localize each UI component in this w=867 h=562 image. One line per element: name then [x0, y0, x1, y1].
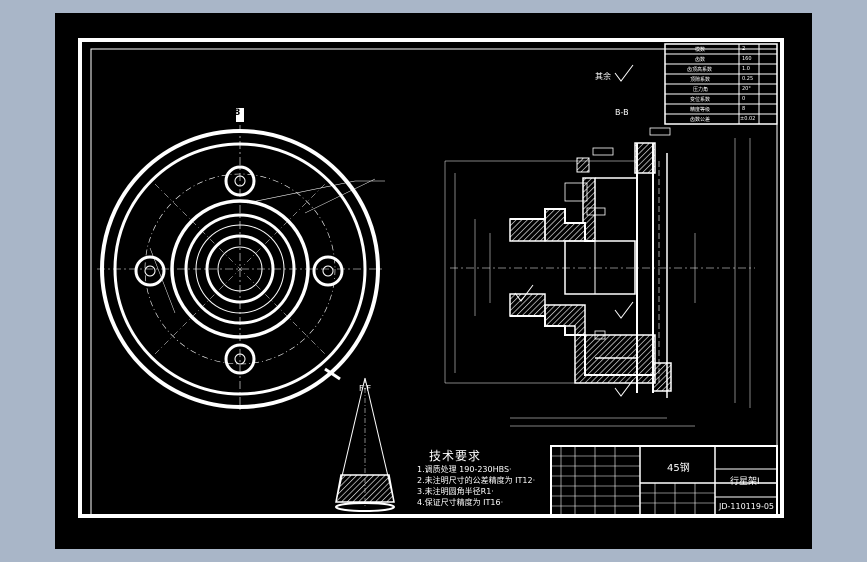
- surface-note: 其余: [595, 72, 611, 81]
- table-row: 压力角 20°: [665, 84, 777, 94]
- title-block-part-name: 行星架I: [730, 477, 760, 487]
- cone-hatched-base: [335, 474, 395, 503]
- section-label-left: 8: [234, 108, 241, 118]
- parameter-table: 模数 2 齿数 160 齿顶高系数 1.0 顶隙系数 0.25 压力角 20° …: [665, 44, 777, 124]
- table-cell-value: 0.25: [742, 76, 754, 82]
- section-arrow-ff: [324, 367, 341, 381]
- table-cell-label: 模数: [695, 47, 706, 53]
- hatch-upper-web: [544, 177, 596, 242]
- section-label-bb: B-B: [615, 108, 629, 117]
- surface-symbol-1: [614, 64, 634, 82]
- tolerance-box-2: [586, 207, 606, 216]
- tolerance-box-3: [649, 127, 671, 136]
- title-block-drawing-number: JD-110119-05: [719, 502, 775, 511]
- hub-bore: [564, 240, 636, 295]
- hatch-gear-rim-top: [634, 142, 656, 174]
- table-row: 齿数 160: [665, 54, 777, 64]
- centerline-diagonal-2: [154, 183, 326, 355]
- table-row: 精度等级 8: [665, 104, 777, 114]
- table-cell-label: 压力角: [693, 87, 709, 93]
- table-cell-value: 20°: [742, 86, 751, 92]
- table-row: 模数 2: [665, 44, 777, 54]
- leader-line-1: [246, 180, 356, 204]
- section-label-ff: F-F: [359, 384, 372, 393]
- table-cell-value: 0: [742, 96, 746, 102]
- tech-requirement-line: 2.未注明尺寸的公差精度为 IT12·: [417, 476, 536, 485]
- title-block-lines: [550, 445, 778, 517]
- tech-requirements-title: 技术要求: [429, 449, 482, 463]
- tech-requirements: 技术要求 1.调质处理 190-230HBS· 2.未注明尺寸的公差精度为 IT…: [417, 447, 535, 508]
- section-view: [444, 64, 755, 427]
- table-cell-value: ±0.02: [740, 116, 756, 122]
- tolerance-box-1: [592, 147, 614, 156]
- table-row: 齿顶高系数 1.0: [665, 64, 777, 74]
- inner-frame: [90, 48, 778, 517]
- title-block-material: 45钢: [667, 463, 690, 474]
- hatch-hub-bottom: [509, 293, 546, 317]
- cone-detail: [335, 377, 395, 512]
- cad-drawing: [78, 38, 784, 518]
- tech-requirement-line: 4.保证尺寸精度为 IT16·: [417, 498, 504, 507]
- hatch-gear-rim-bottom: [652, 362, 672, 392]
- tech-requirement-line: 3.未注明圆角半径R1·: [417, 487, 494, 496]
- table-cell-label: 顶隙系数: [690, 77, 711, 83]
- cone-base-ellipse: [335, 502, 395, 512]
- tolerance-box-4: [594, 330, 606, 340]
- table-cell-label: 齿数: [695, 57, 706, 63]
- table-cell-label: 精度等级: [690, 107, 711, 113]
- bolt-hole-right: [312, 255, 344, 287]
- table-row: 顶隙系数 0.25: [665, 74, 777, 84]
- table-cell-value: 1.0: [742, 66, 750, 72]
- table-cell-label: 齿顶高系数: [687, 67, 713, 73]
- leader-line-3: [304, 178, 376, 214]
- section-mark-top: [236, 108, 244, 122]
- bolt-hole-top: [224, 165, 256, 197]
- circular-view: [97, 108, 385, 413]
- hatch-lower-web: [544, 304, 656, 384]
- cad-viewport: 8 B-B F-F 其余 技术要求 1.调质处理 190-230HBS· 2.未…: [55, 13, 812, 549]
- leader-line-4: [149, 247, 176, 314]
- table-cell-label: 变位系数: [690, 97, 711, 103]
- bolt-hole-bottom: [224, 343, 256, 375]
- surface-symbol-4: [614, 379, 634, 397]
- hatch-boss-top: [576, 157, 590, 173]
- table-cell-value: 2: [742, 46, 746, 52]
- surface-symbol-3: [514, 284, 534, 302]
- table-row: 齿数公差 ±0.02: [665, 114, 777, 124]
- table-cell-value: 160: [742, 56, 752, 62]
- tech-requirement-line: 1.调质处理 190-230HBS·: [417, 465, 512, 474]
- table-cell-label: 齿数公差: [690, 117, 711, 123]
- surface-box-1: [564, 182, 588, 202]
- hatch-hub-top: [509, 218, 546, 242]
- parameter-table-lines: [664, 43, 778, 125]
- table-cell-value: 8: [742, 106, 746, 112]
- surface-symbol-2: [614, 301, 634, 319]
- table-row: 变位系数 0: [665, 94, 777, 104]
- bolt-hole-left: [134, 255, 166, 287]
